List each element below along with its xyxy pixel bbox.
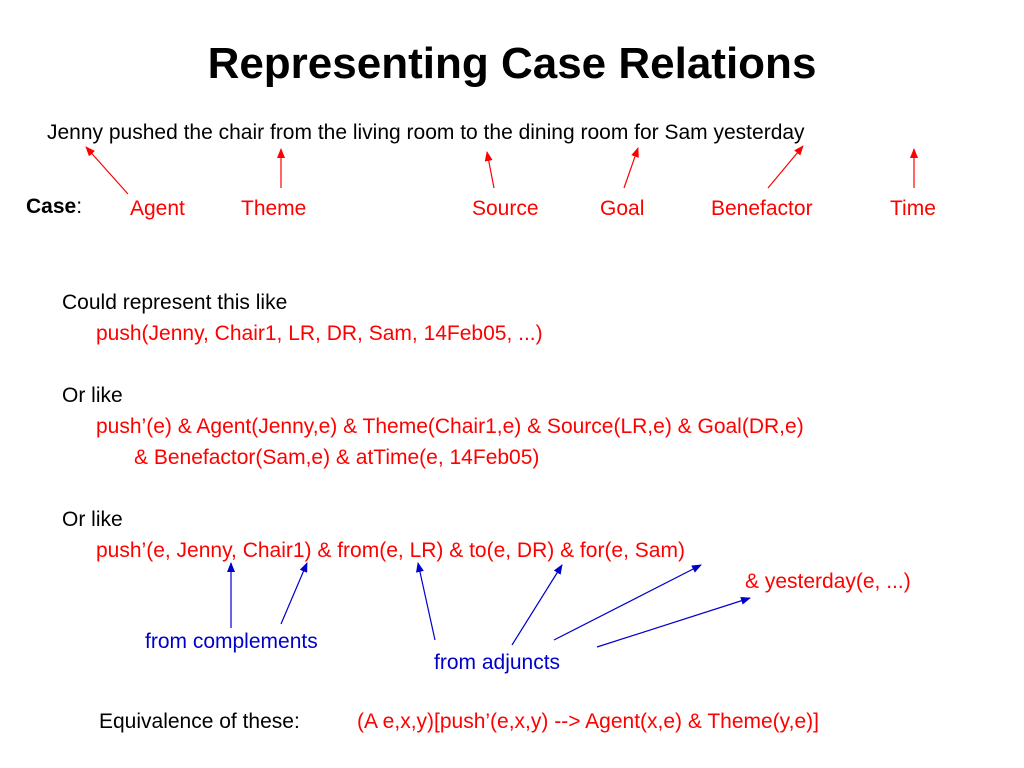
label-from-complements: from complements [145,630,318,653]
label-from-adjuncts: from adjuncts [434,651,561,674]
rep1-formula: push(Jenny, Chair1, LR, DR, Sam, 14Feb05… [96,322,543,345]
role-benefactor: Benefactor [711,197,813,220]
arrow-adjunct-from [416,562,436,641]
arrow-agent [85,146,129,195]
case-label: Case: [26,194,82,220]
arrow-adjunct-for [553,564,702,641]
case-label-colon: : [76,195,83,218]
equivalence-label: Equivalence of these: [99,710,300,733]
rep2-intro: Or like [62,384,123,407]
arrow-source [484,151,495,189]
case-label-bold: Case [26,195,77,218]
rep2-formula-line1: push’(e) & Agent(Jenny,e) & Theme(Chair1… [96,415,804,438]
role-time: Time [890,197,936,220]
role-agent: Agent [130,197,185,220]
arrow-adjunct-yesterday [596,596,751,648]
rep3-formula-line1: push’(e, Jenny, Chair1) & from(e, LR) & … [96,539,685,562]
arrow-goal [623,147,639,189]
role-theme: Theme [241,197,307,220]
role-goal: Goal [600,197,645,220]
arrow-benefactor [767,145,804,189]
rep3-intro: Or like [62,508,123,531]
rep3-formula-line2: & yesterday(e, ...) [745,570,911,593]
rep2-formula-line2: & Benefactor(Sam,e) & atTime(e, 14Feb05) [134,446,540,469]
slide-title: Representing Case Relations [207,39,817,88]
example-sentence: Jenny pushed the chair from the living r… [47,121,805,144]
arrow-adjunct-to [511,564,563,646]
rep1-intro: Could represent this like [62,291,288,314]
arrow-complement-chair [280,562,308,625]
role-source: Source [472,197,539,220]
equivalence-formula: (A e,x,y)[push’(e,x,y) --> Agent(x,e) & … [357,710,819,733]
